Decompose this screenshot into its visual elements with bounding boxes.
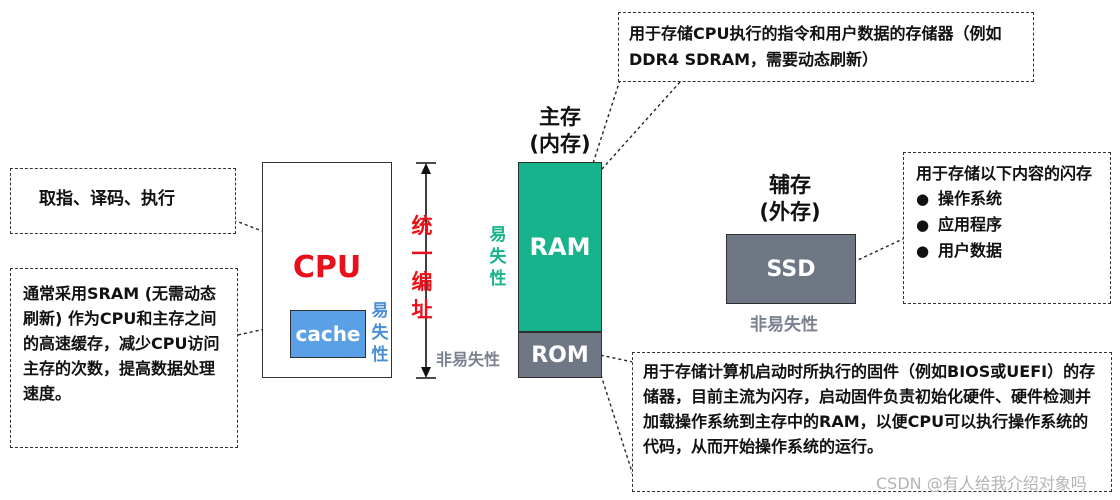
ram-label: RAM — [529, 233, 591, 261]
rom-note-connector-a — [599, 354, 634, 363]
ssd-note-list: 操作系统 应用程序 用户数据 — [916, 186, 1102, 264]
ram-note-text: 用于存储CPU执行的指令和用户数据的存储器（例如DDR4 SDRAM，需要动态刷… — [629, 24, 1002, 69]
arrow-down-icon — [421, 367, 431, 378]
secondary-title: 辅存 (外存) — [759, 173, 821, 224]
cache-block: cache — [290, 310, 366, 358]
rom-note-connector-b — [599, 371, 634, 476]
cache-note: 通常采用SRAM (无需动态刷新) 作为CPU和主存之间的高速缓存，减少CPU访… — [10, 268, 238, 448]
arrow-up-icon — [421, 163, 431, 174]
ram-note: 用于存储CPU执行的指令和用户数据的存储器（例如DDR4 SDRAM，需要动态刷… — [618, 12, 1034, 82]
cpu-title: CPU — [292, 250, 362, 285]
cpu-note: 取指、译码、执行 — [10, 168, 236, 234]
rom-note-text: 用于存储计算机启动时所执行的固件（例如BIOS或UEFI）的存储器，目前主流为闪… — [643, 362, 1096, 456]
ram-block: RAM — [518, 162, 602, 332]
ssd-nonvolatile-label: 非易失性 — [750, 315, 818, 335]
cache-volatile-label: 易 失 性 — [371, 301, 389, 365]
list-item: 操作系统 — [916, 186, 1102, 212]
cache-label: cache — [295, 322, 361, 346]
rom-label: ROM — [531, 342, 589, 368]
unified-address-label: 统 一 编 址 — [411, 214, 433, 322]
ram-volatile-label: 易 失 性 — [489, 225, 507, 289]
rom-note: 用于存储计算机启动时所执行的固件（例如BIOS或UEFI）的存储器，目前主流为闪… — [632, 352, 1112, 492]
main-memory-title: 主存 (内存) — [529, 105, 591, 156]
cache-note-text: 通常采用SRAM (无需动态刷新) 作为CPU和主存之间的高速缓存，减少CPU访… — [23, 284, 220, 403]
ssd-label: SSD — [766, 256, 816, 282]
watermark: CSDN @有人给我介绍对象吗 — [876, 474, 1087, 493]
cpu-note-text: 取指、译码、执行 — [39, 189, 175, 209]
list-item: 应用程序 — [916, 212, 1102, 238]
list-item: 用户数据 — [916, 238, 1102, 264]
rom-block: ROM — [518, 332, 602, 378]
rom-nonvolatile-label: 非易失性 — [436, 350, 501, 369]
ssd-block: SSD — [726, 234, 856, 304]
ssd-note: 用于存储以下内容的闪存 操作系统 应用程序 用户数据 — [903, 152, 1111, 304]
ssd-note-title: 用于存储以下内容的闪存 — [916, 164, 1093, 183]
